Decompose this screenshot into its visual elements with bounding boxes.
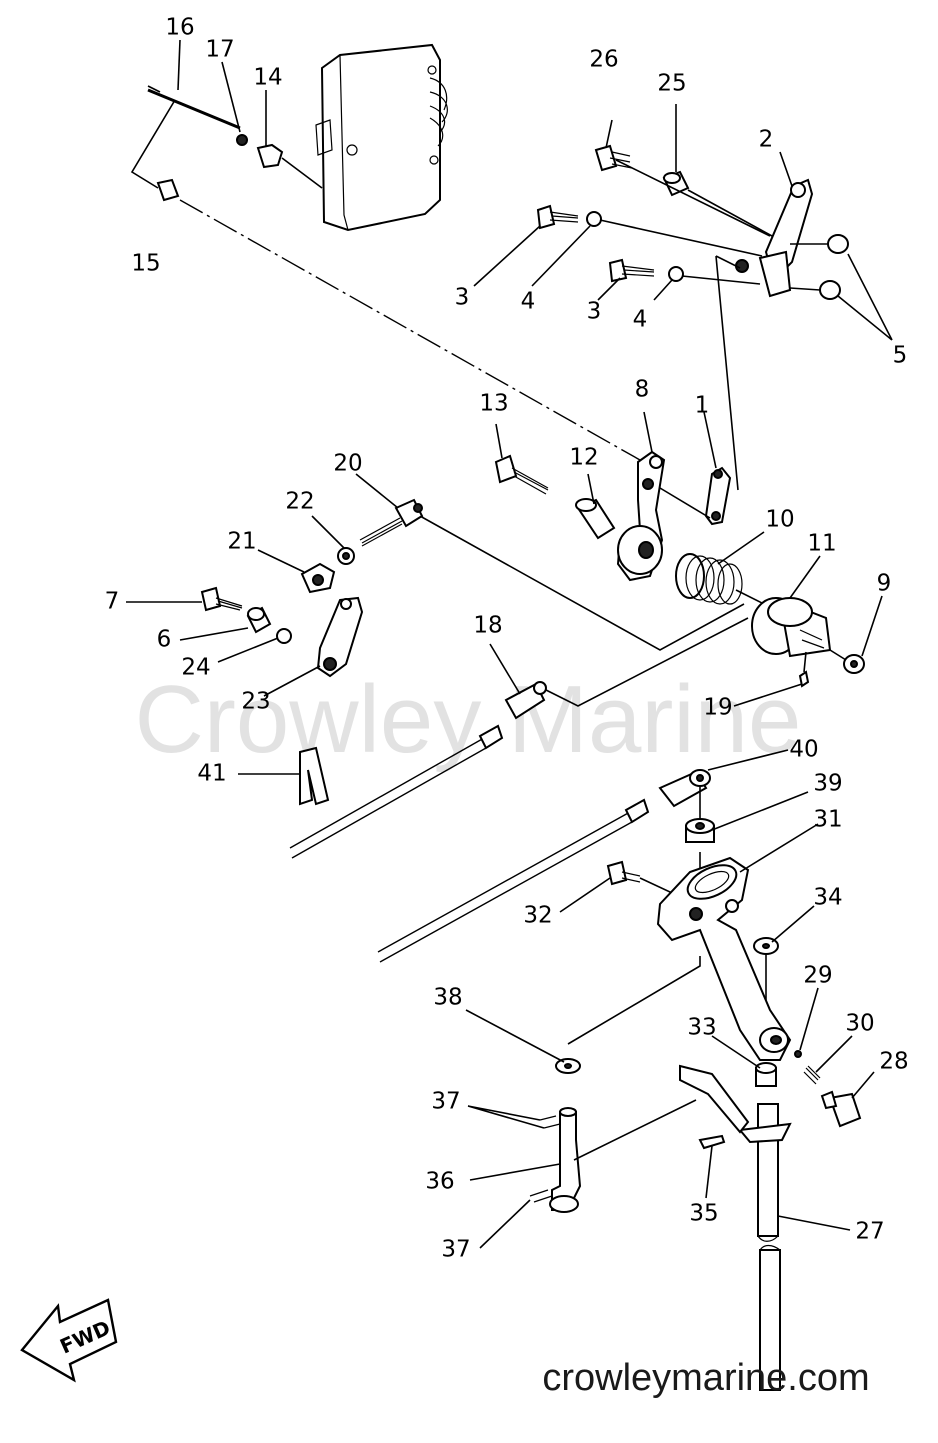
callout-11: 11 — [807, 531, 836, 557]
callout-29: 29 — [803, 963, 832, 989]
part-21-joint — [300, 562, 336, 594]
callout-3a: 3 — [455, 285, 470, 311]
callout-37a: 37 — [431, 1089, 460, 1115]
callout-18: 18 — [473, 613, 502, 639]
callout-13: 13 — [479, 391, 508, 417]
callout-1: 1 — [695, 393, 710, 419]
fwd-arrow: FWD — [20, 1298, 118, 1383]
callout-35: 35 — [689, 1201, 718, 1227]
callout-20: 20 — [333, 451, 362, 477]
part-4-washer-upper — [586, 211, 602, 227]
part-15-holder — [156, 178, 180, 202]
callout-31: 31 — [813, 807, 842, 833]
callout-6: 6 — [157, 627, 172, 653]
callout-12: 12 — [569, 445, 598, 471]
callout-7: 7 — [105, 589, 120, 615]
callout-28: 28 — [879, 1049, 908, 1075]
part-23-lever — [316, 596, 364, 678]
part-36-shift-shaft — [549, 1107, 582, 1213]
callout-labels: 16 17 14 15 26 25 2 3 4 3 4 5 8 1 13 12 … — [105, 15, 909, 1263]
part-37-pins — [529, 1115, 561, 1203]
part-31-shift-arm — [656, 856, 792, 1061]
callout-8: 8 — [635, 377, 650, 403]
footer-url: crowleymarine.com — [542, 1357, 869, 1399]
part-1-link — [704, 466, 732, 526]
part-40-cable-joint — [658, 769, 711, 808]
part-33-bushing — [755, 1062, 777, 1087]
callout-15: 15 — [131, 251, 160, 277]
part-3-bolt-lower — [608, 258, 655, 283]
part-32-bolt — [606, 860, 641, 886]
callout-30: 30 — [845, 1011, 874, 1037]
part-7-bolt — [200, 586, 243, 612]
cdi-unit — [315, 43, 448, 232]
part-4-washer-lower — [668, 266, 684, 282]
part-20-rod-end — [359, 498, 424, 547]
callout-40: 40 — [789, 737, 818, 763]
callout-39: 39 — [813, 771, 842, 797]
callout-27: 27 — [855, 1219, 884, 1245]
callout-16: 16 — [165, 15, 194, 41]
callout-23: 23 — [241, 689, 270, 715]
callout-leaders — [126, 39, 893, 1249]
upper-cable — [289, 724, 504, 859]
part-39-bushing — [685, 818, 715, 843]
part-12-sleeve — [575, 498, 616, 540]
part-14-clip — [256, 143, 284, 169]
callout-37b: 37 — [441, 1237, 470, 1263]
callout-22: 22 — [285, 489, 314, 515]
part-2-lever — [735, 178, 814, 298]
part-17-washer — [236, 134, 248, 146]
callout-38: 38 — [433, 985, 462, 1011]
part-41-clip — [299, 746, 330, 806]
callout-3b: 3 — [587, 299, 602, 325]
part-10-spring — [675, 553, 743, 605]
watermark-text: Crowley Marine — [135, 666, 802, 773]
part-24-washer — [276, 628, 292, 644]
callout-10: 10 — [765, 507, 794, 533]
callout-33: 33 — [687, 1015, 716, 1041]
callout-17: 17 — [205, 37, 234, 63]
callout-2: 2 — [759, 127, 774, 153]
part-8-throttle-arm — [616, 450, 666, 582]
callout-14: 14 — [253, 65, 282, 91]
callout-32: 32 — [523, 903, 552, 929]
part-29-ball — [794, 1050, 802, 1058]
part-30-spring — [803, 1065, 821, 1085]
part-18-cable-joint — [504, 681, 547, 720]
part-6-collar — [246, 606, 272, 634]
part-13-bolt — [494, 454, 549, 495]
callout-26: 26 — [589, 47, 618, 73]
callout-34: 34 — [813, 885, 842, 911]
part-27-shift-rod — [679, 1064, 792, 1391]
callout-25: 25 — [657, 71, 686, 97]
part-19-pin — [798, 670, 810, 688]
callout-36: 36 — [425, 1169, 454, 1195]
callout-9: 9 — [877, 571, 892, 597]
part-26-bolt — [594, 119, 633, 172]
part-35-pin — [698, 1134, 726, 1150]
part-16-rod — [147, 85, 241, 130]
callout-41: 41 — [197, 761, 226, 787]
callout-21: 21 — [227, 529, 256, 555]
callout-5: 5 — [893, 343, 908, 369]
callout-4b: 4 — [633, 307, 648, 333]
callout-4a: 4 — [521, 289, 536, 315]
part-11-cam — [751, 597, 832, 658]
lower-cable — [377, 798, 650, 963]
callout-19: 19 — [703, 695, 732, 721]
callout-24: 24 — [181, 655, 210, 681]
part-28-plug — [820, 1090, 862, 1128]
part-3-bolt-upper — [536, 204, 579, 230]
part-25-collar — [662, 170, 690, 197]
